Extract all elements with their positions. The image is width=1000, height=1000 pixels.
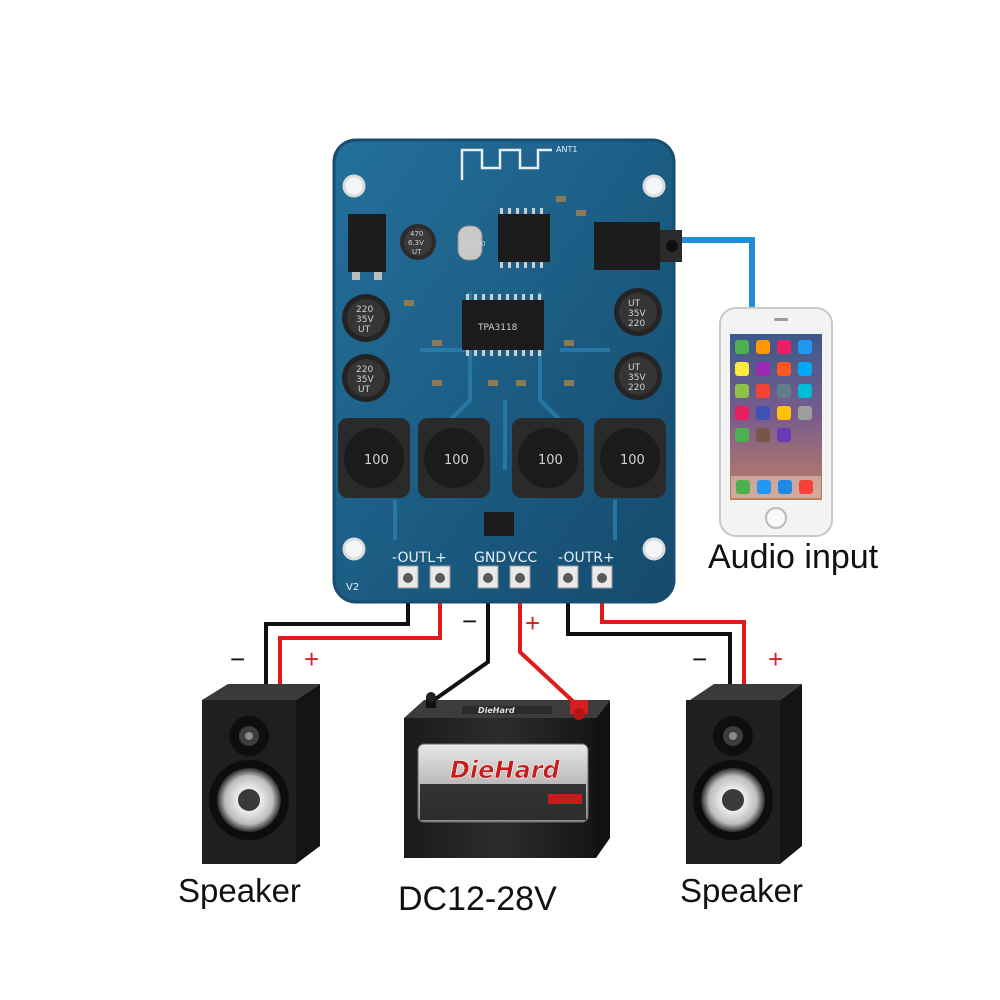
svg-text:DieHard: DieHard: [478, 706, 515, 715]
amplifier-chip: [462, 300, 544, 350]
battery-brand: DieHard: [450, 756, 561, 784]
terminal-pads: [397, 565, 613, 589]
crystal-label: 24.000: [461, 240, 486, 248]
amplifier-board: ANT1 470 6.3V UT 24.000: [332, 138, 682, 604]
battery-positive-wire: [518, 584, 580, 708]
svg-text:35V: 35V: [356, 315, 374, 325]
svg-text:100: 100: [364, 453, 389, 468]
svg-text:470: 470: [410, 230, 423, 238]
caption-power: DC12-28V: [398, 880, 557, 918]
label-version: V2: [346, 582, 359, 593]
label-vcc: VCC: [508, 550, 537, 566]
svg-text:UT: UT: [628, 363, 641, 373]
svg-text:220: 220: [356, 305, 373, 315]
amp-chip-label: TPA3118: [477, 323, 518, 333]
svg-text:6.3V: 6.3V: [408, 239, 424, 247]
right-speaker-plus-sign: +: [768, 644, 784, 674]
voltage-regulator: [348, 214, 386, 272]
inductors: 100 100 100 100: [338, 418, 666, 498]
capacitor-470uf: 470 6.3V UT: [400, 224, 436, 260]
battery-minus-sign: −: [462, 606, 478, 636]
svg-text:220: 220: [628, 383, 645, 393]
bluetooth-chip: [498, 214, 550, 262]
crystal-oscillator: [457, 225, 483, 261]
phone-audio-source: [719, 307, 833, 537]
svg-text:35V: 35V: [628, 373, 646, 383]
svg-text:UT: UT: [358, 385, 371, 395]
phone-home-button: [765, 507, 787, 529]
battery-plus-sign: +: [525, 608, 541, 638]
svg-text:220: 220: [356, 365, 373, 375]
left-speaker-plus-sign: +: [304, 644, 320, 674]
left-speaker-minus-sign: −: [230, 644, 246, 674]
label-outr: -OUTR+: [558, 550, 615, 566]
diode: [484, 512, 514, 536]
right-speaker-negative-wire: [566, 584, 732, 684]
mounting-holes: [342, 174, 666, 561]
antenna-label: ANT1: [556, 145, 577, 154]
audio-jack: [594, 222, 660, 270]
battery: DieHard DieHard: [404, 692, 610, 858]
phone-app-icons: [731, 340, 821, 498]
svg-text:35V: 35V: [356, 375, 374, 385]
left-speaker-positive-wire: [278, 584, 442, 684]
svg-text:UT: UT: [628, 299, 641, 309]
svg-text:UT: UT: [412, 248, 422, 256]
speaker-right: [686, 684, 802, 864]
speaker-left: [202, 684, 320, 864]
audio-cable: [682, 237, 755, 312]
left-speaker-negative-wire: [264, 584, 410, 684]
svg-text:100: 100: [620, 453, 645, 468]
svg-text:UT: UT: [358, 325, 371, 335]
pcb-antenna: [460, 148, 552, 180]
battery-negative-wire: [432, 584, 490, 702]
caption-speaker-right: Speaker: [680, 872, 803, 909]
svg-text:100: 100: [444, 453, 469, 468]
caption-audio-input: Audio input: [708, 538, 879, 576]
caption-speaker-left: Speaker: [178, 872, 301, 909]
label-gnd: GND: [474, 550, 506, 566]
label-outl: -OUTL+: [392, 550, 447, 566]
right-speaker-minus-sign: −: [692, 644, 708, 674]
svg-text:35V: 35V: [628, 309, 646, 319]
svg-text:220: 220: [628, 319, 645, 329]
svg-text:100: 100: [538, 453, 563, 468]
